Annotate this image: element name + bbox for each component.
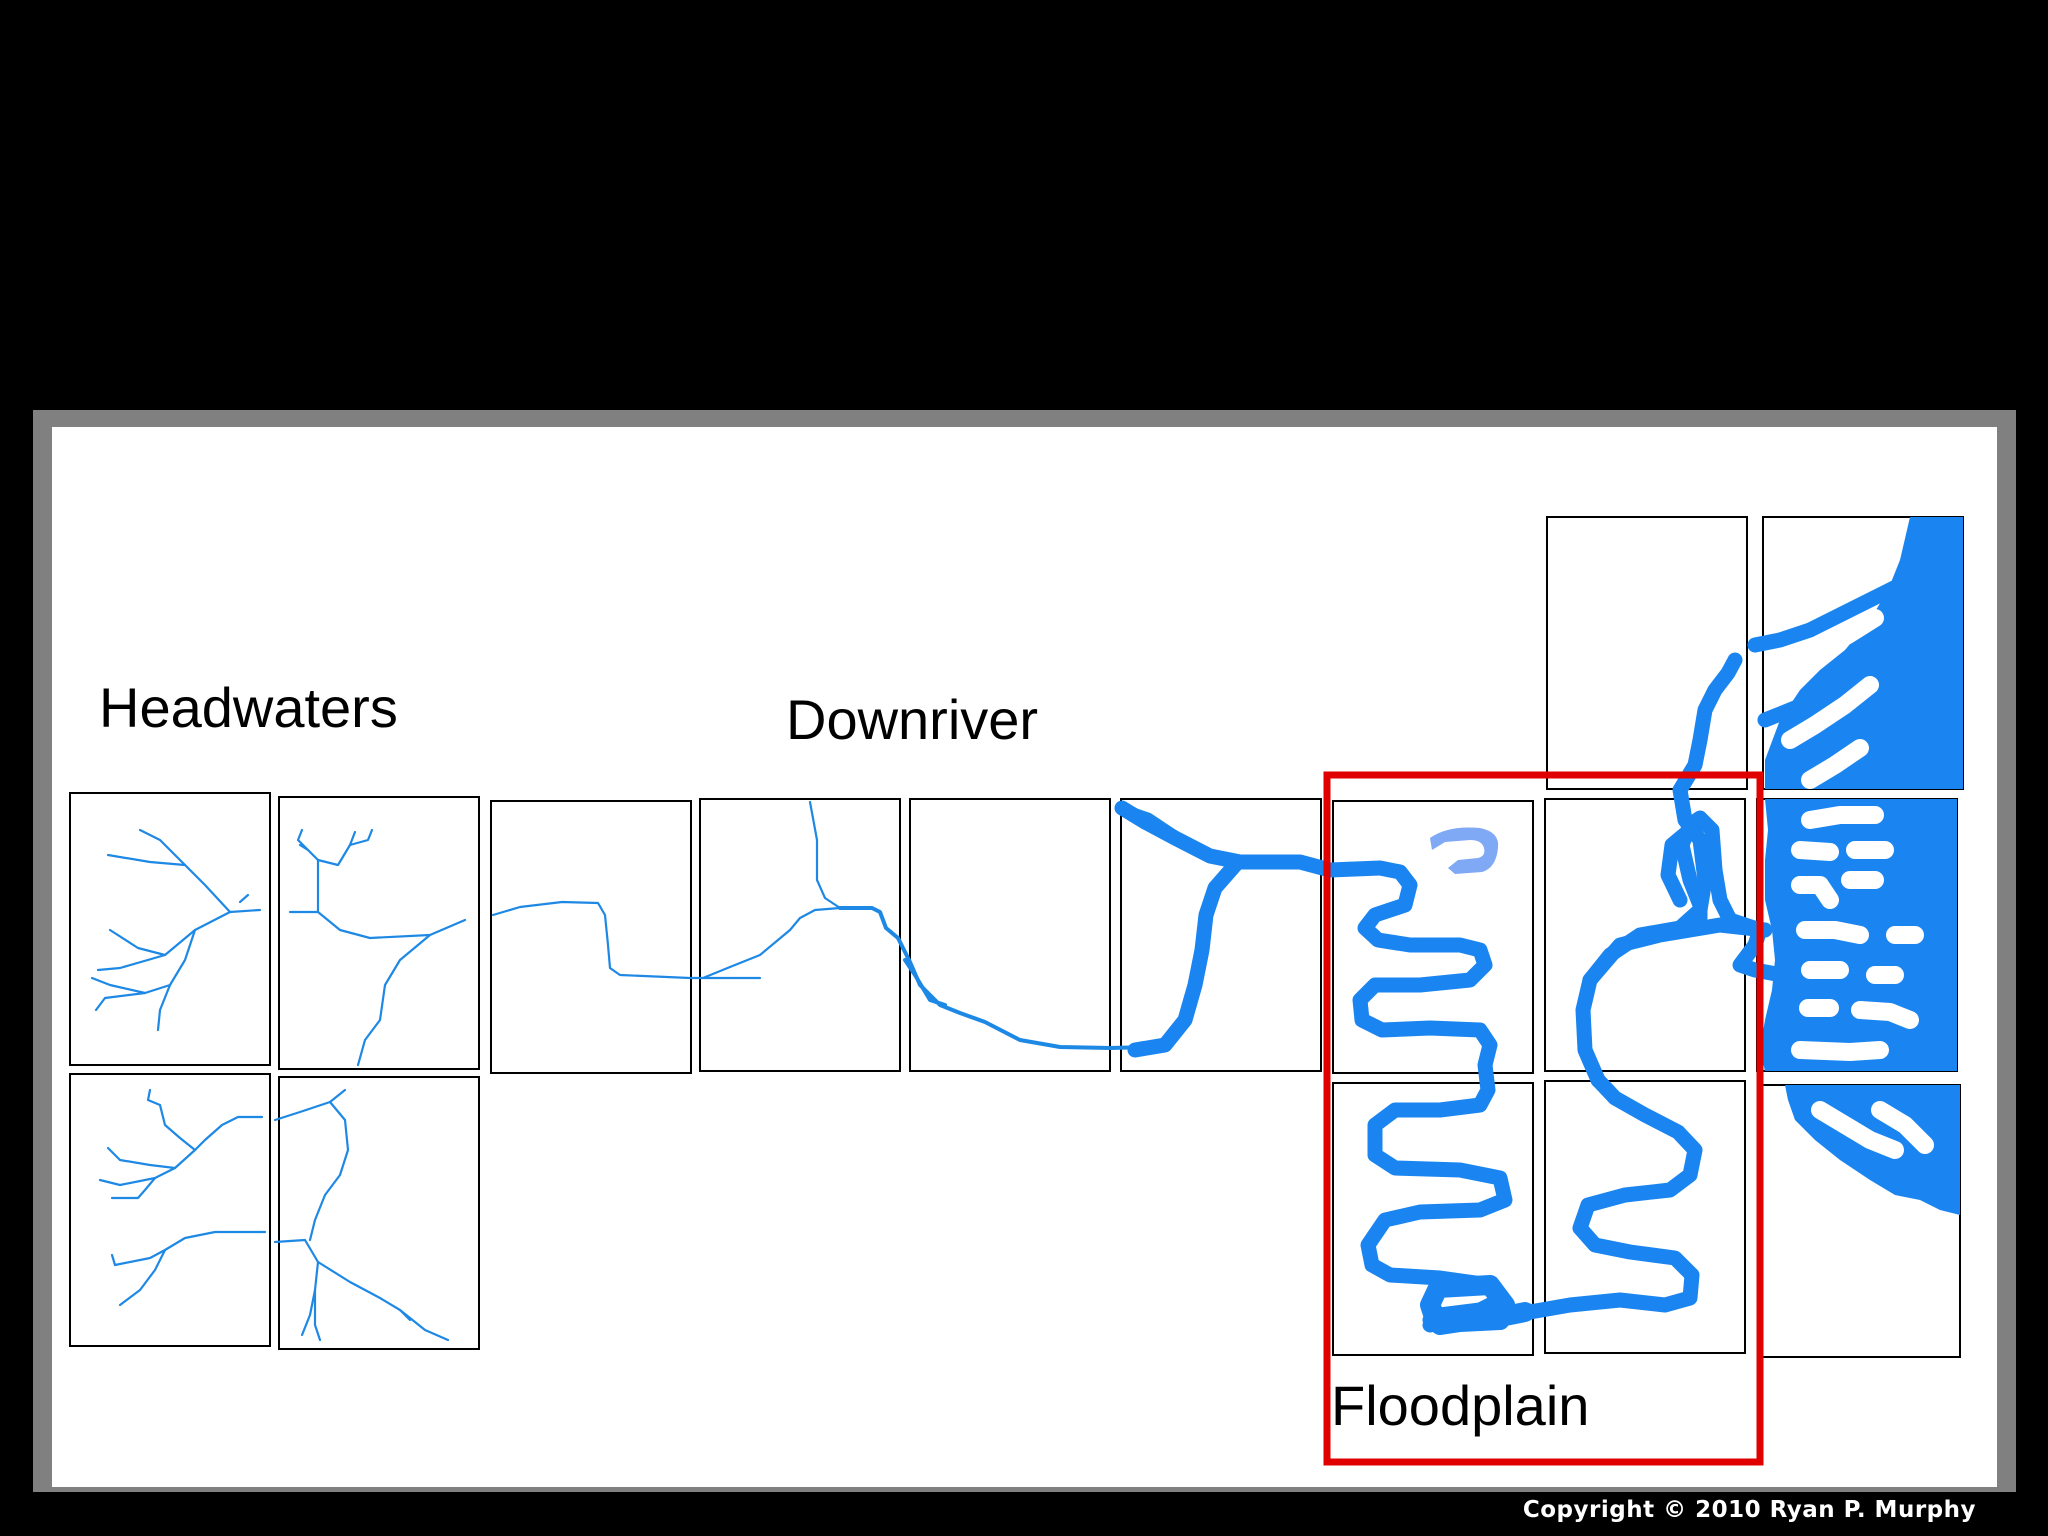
main-river-channel xyxy=(903,800,1703,1335)
oxbow-lake xyxy=(1430,827,1499,874)
floodplain-label: Floodplain xyxy=(1331,1374,1590,1437)
tile-headwater-2 xyxy=(278,796,480,1070)
tile-downriver-2 xyxy=(699,798,901,1072)
copyright-notice: Copyright © 2010 Ryan P. Murphy xyxy=(1522,1497,1976,1523)
tile-delta-upper-left xyxy=(1546,516,1748,790)
headwater-stream-1 xyxy=(90,828,262,1032)
headwaters-label: Headwaters xyxy=(99,676,398,739)
delta-water-mass xyxy=(1747,517,1963,1215)
tile-headwater-1 xyxy=(69,792,271,1066)
tile-downriver-4 xyxy=(1120,798,1322,1072)
headwater-stream-4 xyxy=(273,1088,450,1342)
headwater-stream-2 xyxy=(288,828,467,1067)
floodplain-highlight-box xyxy=(1323,771,1764,1466)
tile-downriver-3 xyxy=(909,798,1111,1072)
headwater-stream-3 xyxy=(98,1088,267,1307)
tile-headwater-4 xyxy=(278,1076,480,1350)
downriver-label: Downriver xyxy=(786,688,1039,751)
tile-downriver-1 xyxy=(490,800,692,1074)
tile-headwater-3 xyxy=(69,1073,271,1347)
